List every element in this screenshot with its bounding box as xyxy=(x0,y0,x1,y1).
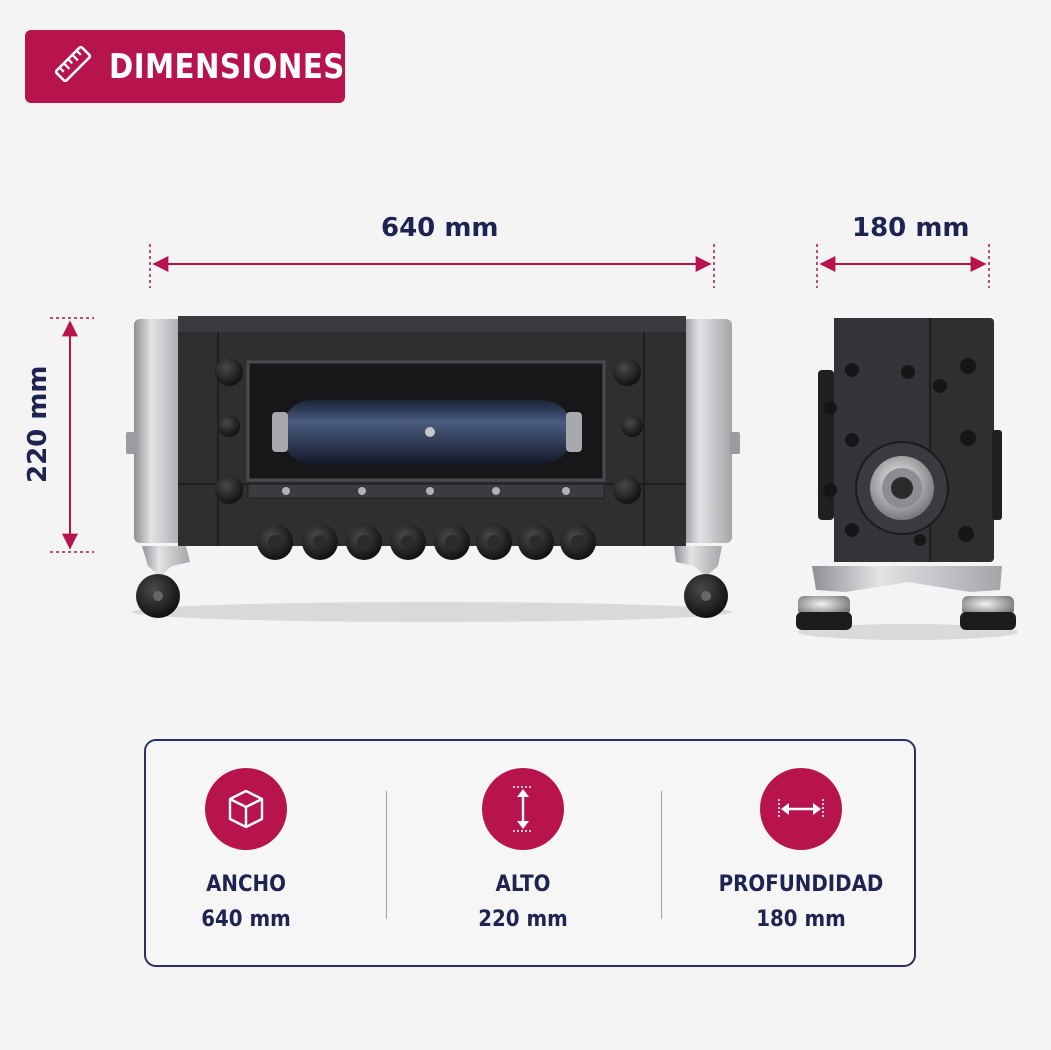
info-item-depth: PROFUNDIDAD 180 mm xyxy=(681,741,921,969)
info-item-width-name: ANCHO xyxy=(206,872,286,897)
width-dimension-line xyxy=(149,244,715,288)
title-badge: DIMENSIONES xyxy=(25,30,345,103)
vertical-arrow-icon xyxy=(482,768,564,850)
machine-front-view xyxy=(126,316,740,622)
dimensions-info-panel: ANCHO 640 mm ALTO 220 mm xyxy=(144,739,916,967)
machine-side-view xyxy=(796,318,1018,640)
info-item-width-value: 640 mm xyxy=(201,907,291,932)
divider xyxy=(661,791,662,919)
ruler-icon xyxy=(53,44,93,89)
divider xyxy=(386,791,387,919)
horizontal-arrow-icon xyxy=(760,768,842,850)
page-title: DIMENSIONES xyxy=(109,46,345,87)
info-item-height-name: ALTO xyxy=(495,872,551,897)
info-item-depth-name: PROFUNDIDAD xyxy=(718,872,884,897)
depth-dimension-label: 180 mm xyxy=(852,213,970,243)
height-dimension-line xyxy=(50,317,94,553)
depth-dimension-line xyxy=(816,244,990,288)
info-item-height: ALTO 220 mm xyxy=(403,741,643,969)
info-item-height-value: 220 mm xyxy=(478,907,568,932)
info-item-depth-value: 180 mm xyxy=(756,907,846,932)
box-icon xyxy=(205,768,287,850)
width-dimension-label: 640 mm xyxy=(381,213,499,243)
info-item-width: ANCHO 640 mm xyxy=(126,741,366,969)
